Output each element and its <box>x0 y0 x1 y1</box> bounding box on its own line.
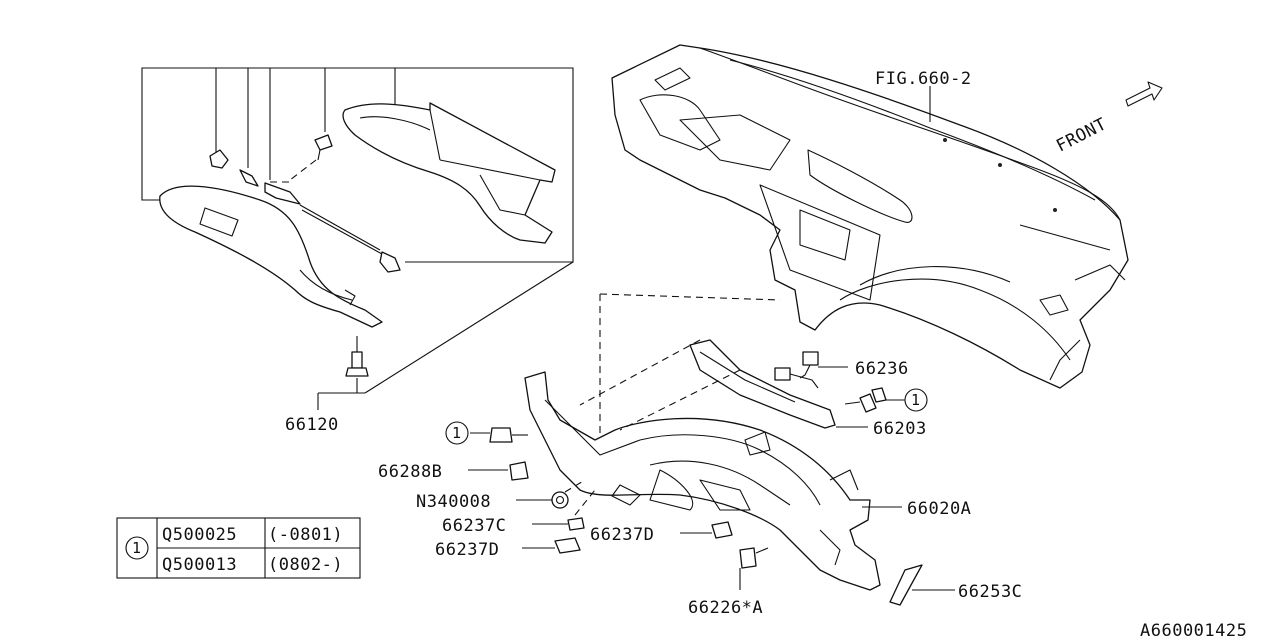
part-label-66120: 66120 <box>285 415 339 435</box>
callout-number: 1 <box>452 424 461 442</box>
table-range-2: (0802-) <box>268 555 343 575</box>
beam-group <box>468 339 955 606</box>
part-label-66253c: 66253C <box>958 582 1022 602</box>
table-range-1: (-0801) <box>268 525 343 545</box>
part-label-66020a: 66020A <box>907 499 971 519</box>
glove-box-group <box>141 67 574 410</box>
part-label-66288b: 66288B <box>378 462 442 482</box>
part-labels: FIG.660-2 66120 66236 66203 66288B N3400… <box>285 69 1247 640</box>
part-label-66203: 66203 <box>873 419 927 439</box>
table-circle-number: 1 <box>132 539 141 557</box>
callout-number: 1 <box>911 391 920 409</box>
callout-circle-left: 1 <box>445 421 469 445</box>
part-label-66237d-right: 66237D <box>590 525 654 545</box>
fig-ref-label: FIG.660-2 <box>875 69 972 89</box>
diagram-id-label: A660001425 <box>1140 621 1247 640</box>
table-part-2: Q500013 <box>162 555 237 575</box>
part-label-66237c: 66237C <box>442 516 506 536</box>
callout-circle-right: 1 <box>904 388 928 412</box>
part-label-n340008: N340008 <box>416 492 491 512</box>
part-label-66237d-left: 66237D <box>435 540 499 560</box>
front-arrow: FRONT <box>1053 81 1163 156</box>
legend-table: 1 Q500025 (-0801) Q500013 (0802-) <box>116 517 361 579</box>
part-label-66226a: 66226*A <box>688 598 763 618</box>
table-part-1: Q500025 <box>162 525 237 545</box>
part-label-66236: 66236 <box>855 359 909 379</box>
instrument-panel <box>611 44 1129 389</box>
front-label: FRONT <box>1053 114 1110 156</box>
